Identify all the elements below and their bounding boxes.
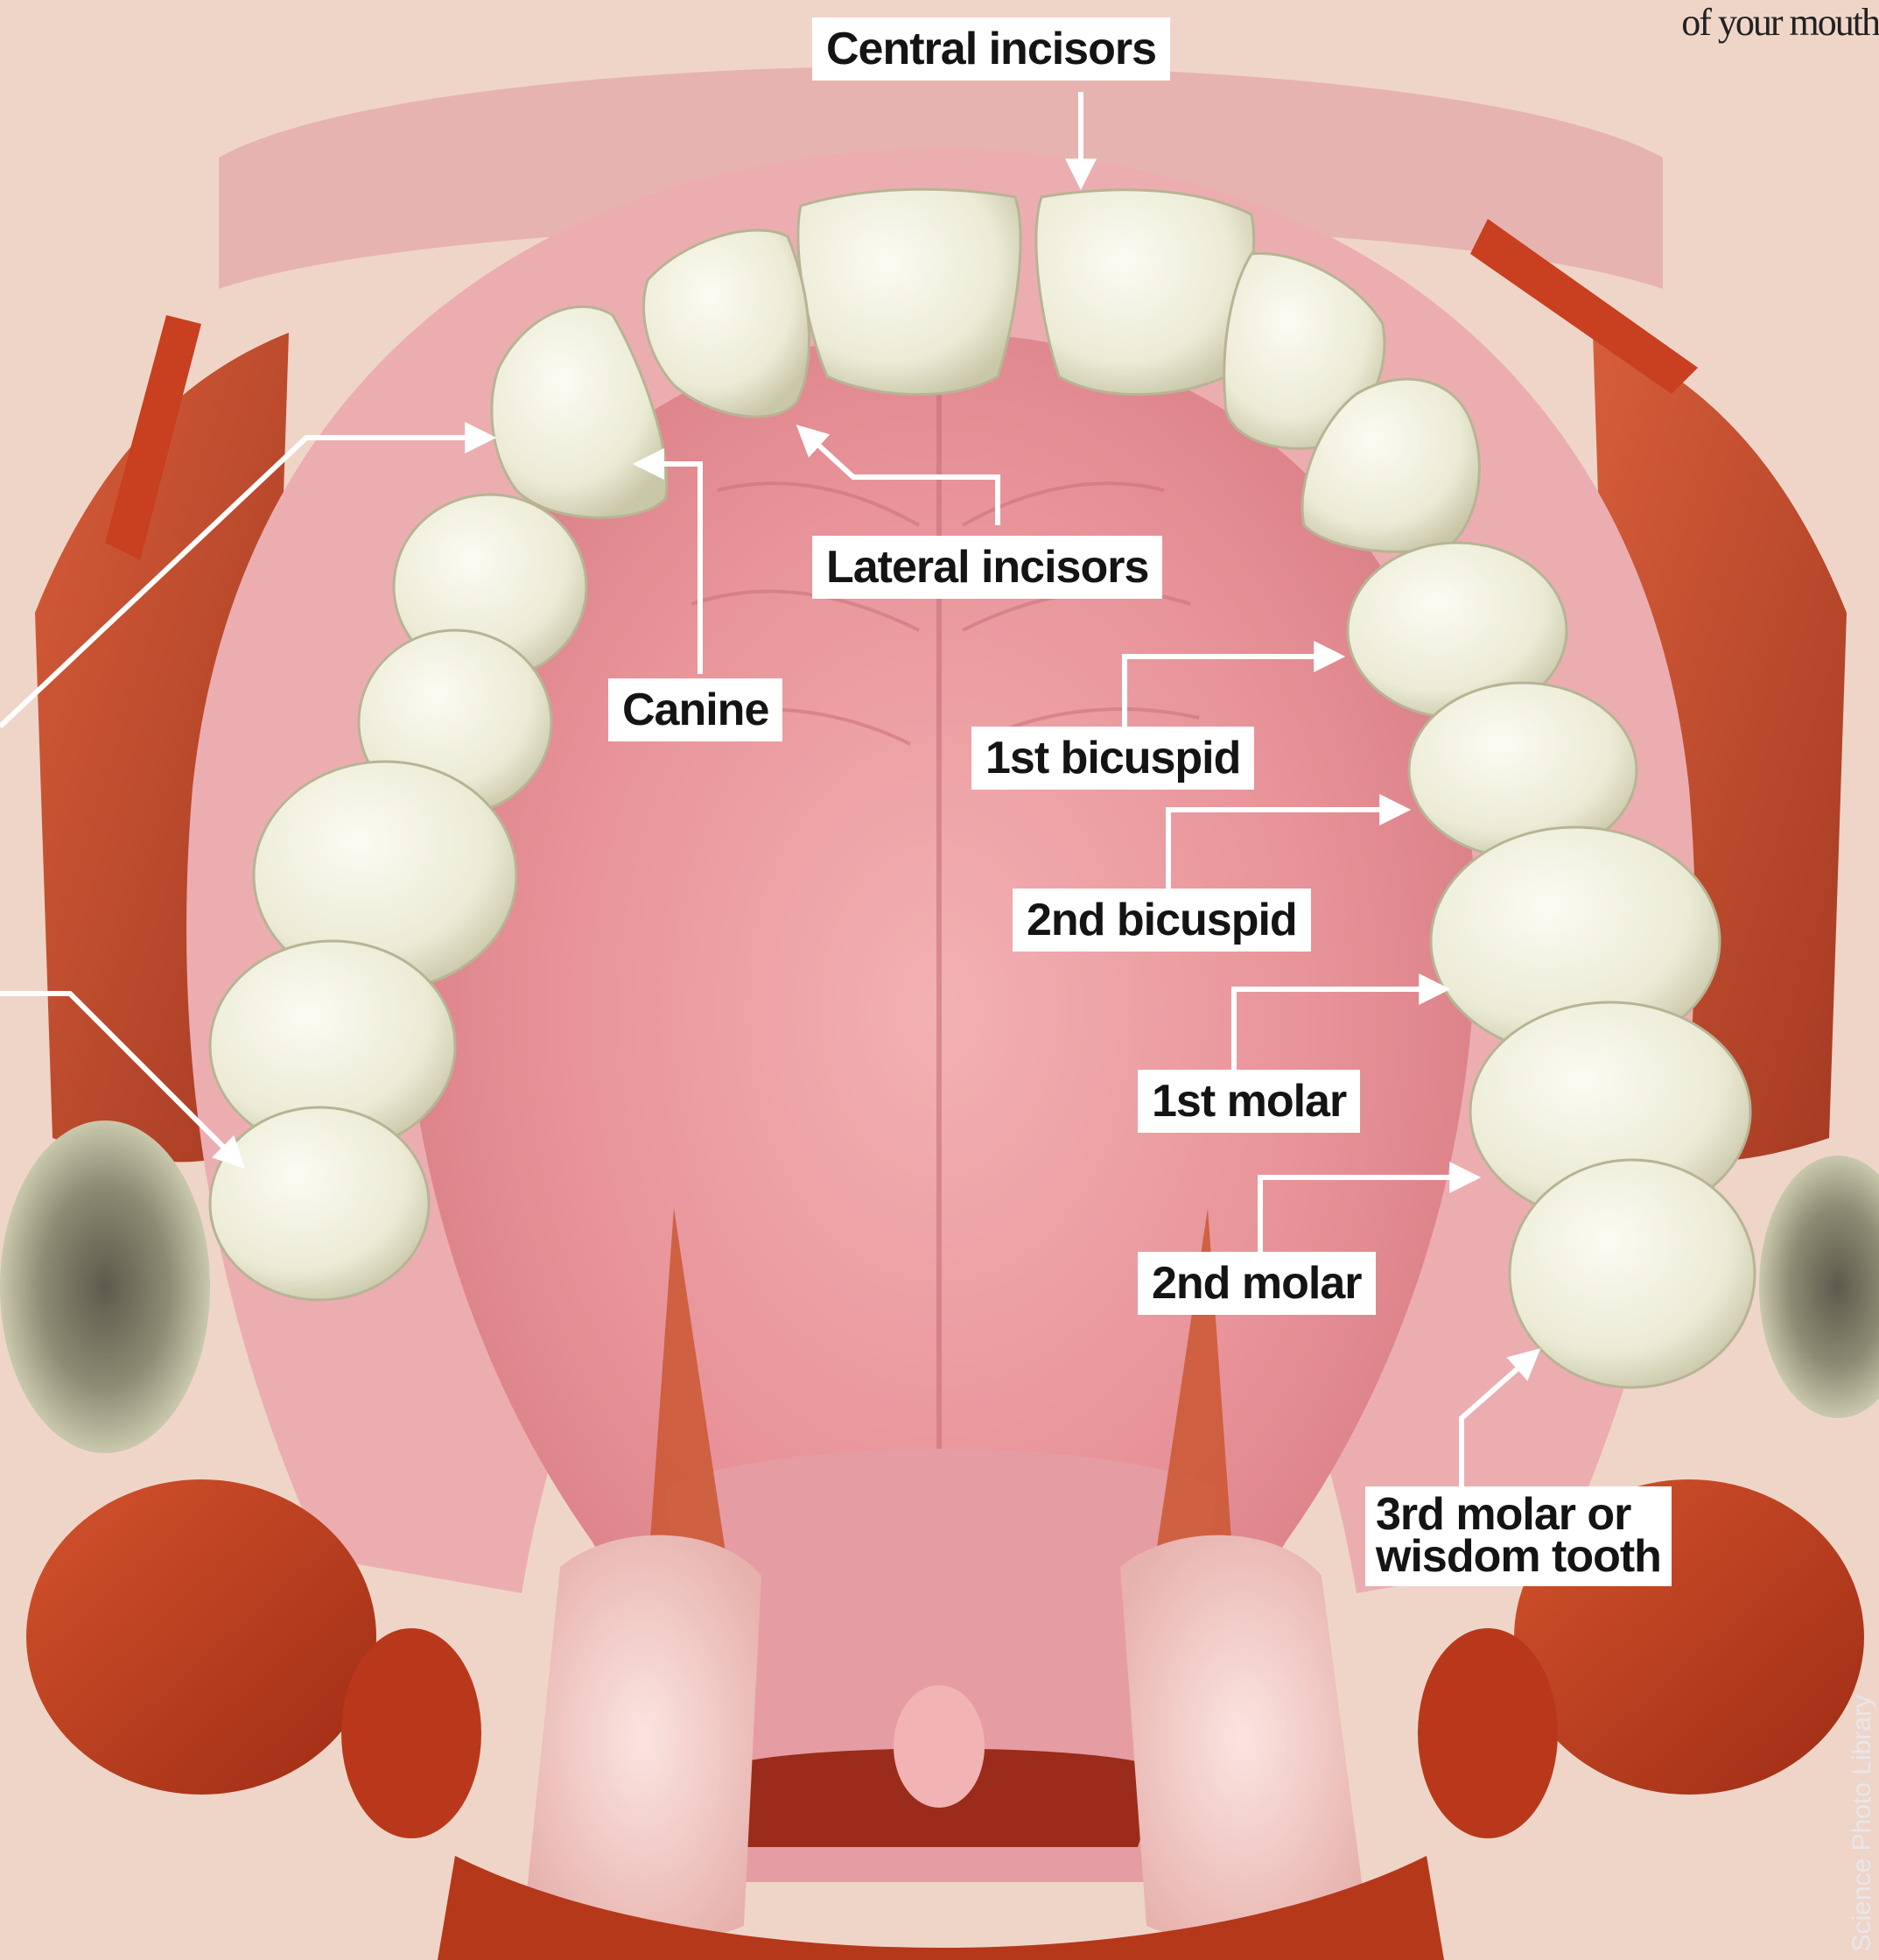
- label-3rd-molar-line2: wisdom tooth: [1376, 1535, 1661, 1577]
- tooth-central-incisor-left: [798, 189, 1020, 394]
- uvula: [894, 1685, 985, 1808]
- label-1st-molar: 1st molar: [1138, 1070, 1360, 1133]
- left-bone: [0, 1121, 210, 1453]
- tooth-central-incisor-right: [1036, 190, 1254, 395]
- label-central-incisors: Central incisors: [812, 18, 1170, 81]
- left-gland: [525, 1535, 761, 1942]
- label-lateral-incisors: Lateral incisors: [812, 536, 1162, 599]
- label-2nd-bicuspid: 2nd bicuspid: [1013, 889, 1311, 952]
- label-1st-bicuspid: 1st bicuspid: [971, 727, 1254, 790]
- label-2nd-molar: 2nd molar: [1138, 1252, 1376, 1315]
- photo-credit: Science Photo Library: [1847, 1695, 1877, 1952]
- caption-fragment: of your mouth: [1681, 0, 1879, 45]
- label-3rd-molar: 3rd molar or wisdom tooth: [1365, 1486, 1672, 1586]
- tooth-3rd-molar-right: [1510, 1160, 1755, 1387]
- tooth-3rd-molar-left: [210, 1107, 429, 1300]
- right-small-muscle: [1418, 1628, 1558, 1838]
- label-canine: Canine: [608, 678, 782, 741]
- left-small-muscle: [341, 1628, 481, 1838]
- left-lower-muscle: [26, 1479, 376, 1795]
- label-3rd-molar-line1: 3rd molar or: [1376, 1493, 1661, 1535]
